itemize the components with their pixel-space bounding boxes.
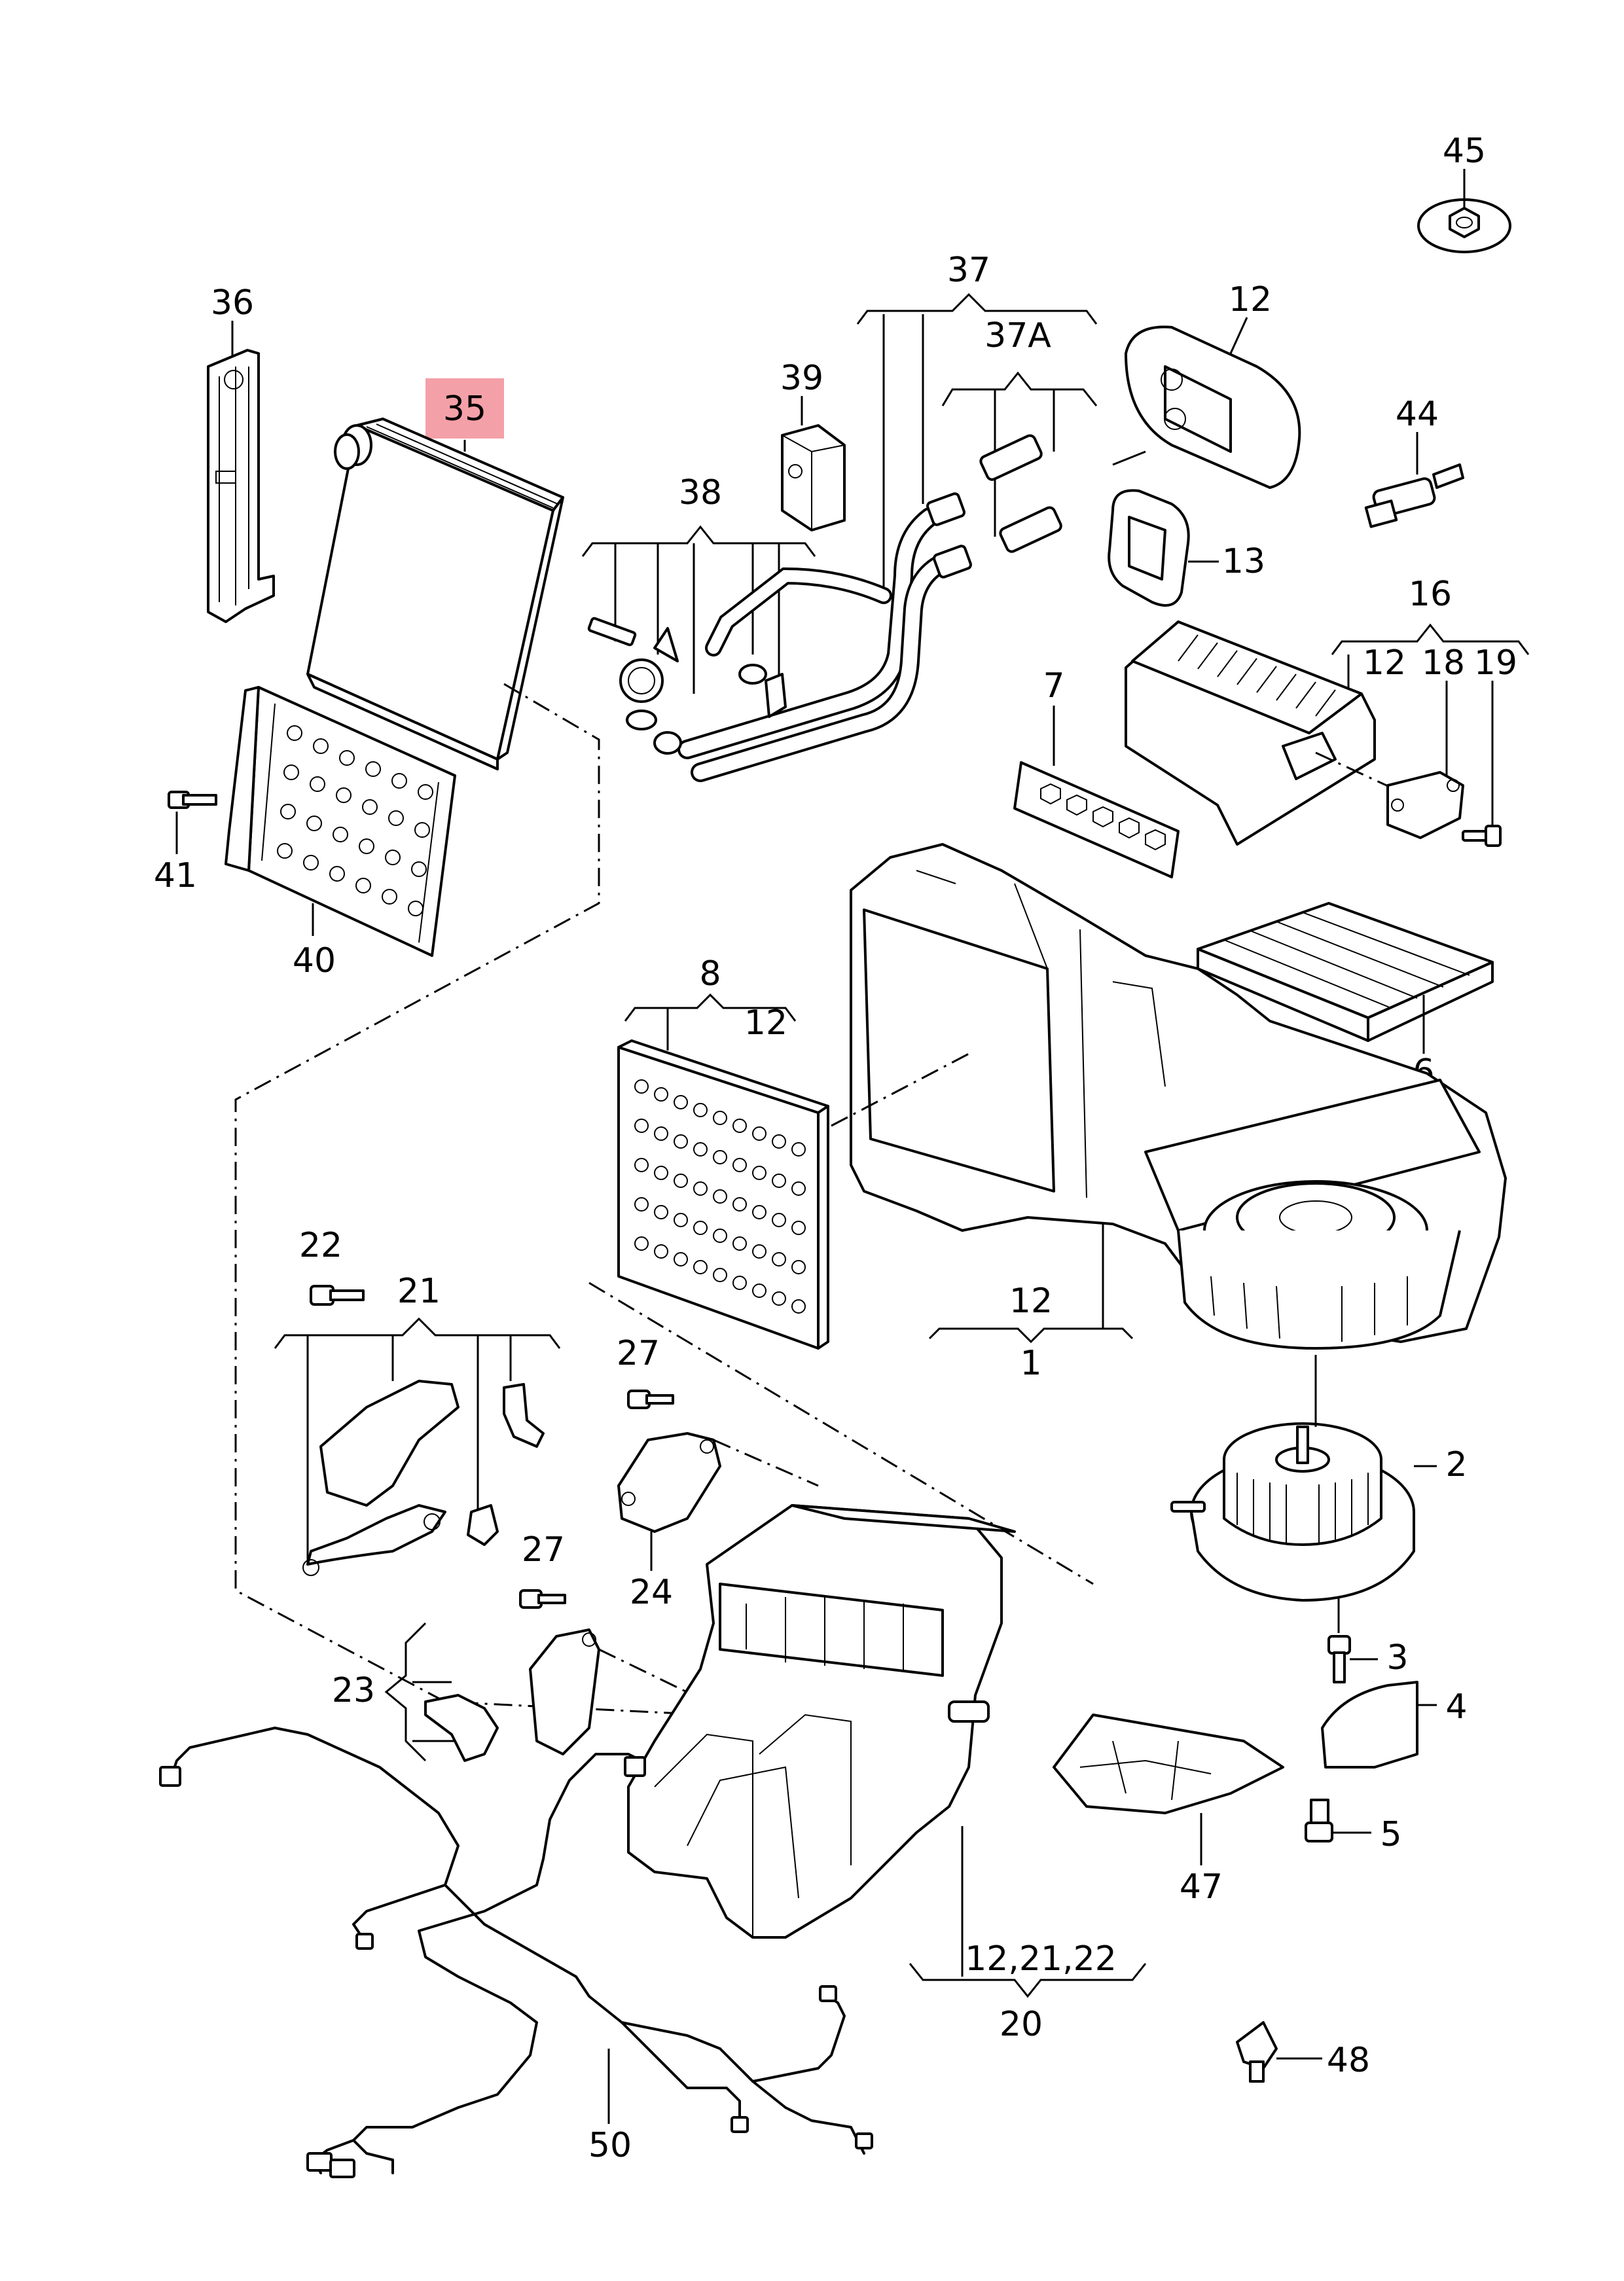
label-4: 4 (1445, 1687, 1467, 1727)
part-20-lower-housing[interactable] (627, 1504, 1016, 1939)
label-27-a: 27 (617, 1334, 660, 1373)
label-41: 41 (154, 856, 197, 895)
label-44: 44 (1396, 395, 1439, 434)
label-45: 45 (1443, 132, 1486, 171)
label-18: 18 (1422, 643, 1465, 683)
part-13-gasket[interactable] (1108, 489, 1190, 607)
part-2-blower[interactable] (1170, 1422, 1415, 1602)
part-5-screw[interactable] (1305, 1799, 1333, 1842)
part-19-screw[interactable] (1462, 825, 1502, 847)
label-7: 7 (1043, 666, 1064, 706)
label-47: 47 (1180, 1867, 1223, 1907)
label-12-d: 12 (744, 1003, 787, 1043)
part-37a-valves[interactable] (979, 434, 1063, 553)
part-40-frame[interactable] (225, 686, 456, 957)
label-12-b: 12 (1363, 643, 1406, 683)
part-39-module[interactable] (781, 424, 846, 531)
part-27-screw-a[interactable] (627, 1390, 674, 1409)
label-36: 36 (211, 283, 254, 323)
label-50: 50 (588, 2126, 632, 2165)
part-41-screw[interactable] (168, 791, 217, 809)
part-12-seal[interactable] (1125, 325, 1301, 489)
part-47-plate[interactable] (1053, 1714, 1284, 1814)
label-13: 13 (1222, 542, 1265, 581)
label-12-top: 12 (1229, 280, 1272, 319)
part-18-actuator[interactable] (1386, 771, 1464, 839)
part-7-filter-plate[interactable] (1013, 761, 1180, 878)
label-40: 40 (293, 941, 336, 980)
part-23-actuator[interactable] (424, 1628, 600, 1762)
part-16-air-box[interactable] (1125, 620, 1376, 846)
label-5: 5 (1380, 1815, 1401, 1854)
label-48: 48 (1327, 2041, 1370, 2080)
highlight-35 (425, 378, 504, 439)
label-24: 24 (630, 1573, 673, 1612)
label-23: 23 (332, 1671, 375, 1710)
label-37a: 37A (984, 316, 1051, 355)
label-2: 2 (1445, 1445, 1467, 1484)
part-21-linkage[interactable] (302, 1380, 545, 1576)
label-16: 16 (1409, 575, 1452, 614)
label-1: 1 (1020, 1344, 1041, 1383)
label-8: 8 (699, 954, 721, 994)
label-22: 22 (299, 1226, 342, 1265)
label-12-c: 12 (1009, 1282, 1053, 1321)
label-20-sub: 12,21,22 (965, 1939, 1117, 1979)
part-37-pipes[interactable] (653, 492, 972, 782)
label-3: 3 (1386, 1638, 1408, 1678)
part-35-heater-core[interactable] (306, 418, 564, 770)
part-45-nut[interactable] (1417, 198, 1511, 253)
part-6-cabin-filter[interactable] (1197, 902, 1494, 1042)
part-36-bracket[interactable] (207, 349, 275, 623)
label-35[interactable]: 35 (443, 389, 486, 429)
part-8-evaporator[interactable] (617, 1039, 829, 1350)
label-37: 37 (947, 251, 990, 290)
part-48-clip[interactable] (1236, 2021, 1278, 2083)
part-3-screw[interactable] (1327, 1635, 1351, 1683)
label-20: 20 (1000, 2005, 1043, 2044)
label-27-b: 27 (522, 1530, 565, 1570)
part-27-screw-b[interactable] (519, 1589, 566, 1609)
part-1-housing[interactable] (850, 843, 1507, 1350)
label-38: 38 (679, 473, 722, 512)
part-22-screw[interactable] (310, 1285, 365, 1306)
part-24-actuator[interactable] (617, 1432, 721, 1533)
part-50-harness[interactable] (159, 1727, 873, 2178)
part-44-clip[interactable] (1364, 463, 1464, 528)
label-39: 39 (780, 359, 823, 398)
part-38-fittings[interactable] (587, 617, 787, 730)
label-19: 19 (1474, 643, 1517, 683)
part-4-cover[interactable] (1321, 1681, 1418, 1769)
label-21: 21 (397, 1272, 441, 1311)
